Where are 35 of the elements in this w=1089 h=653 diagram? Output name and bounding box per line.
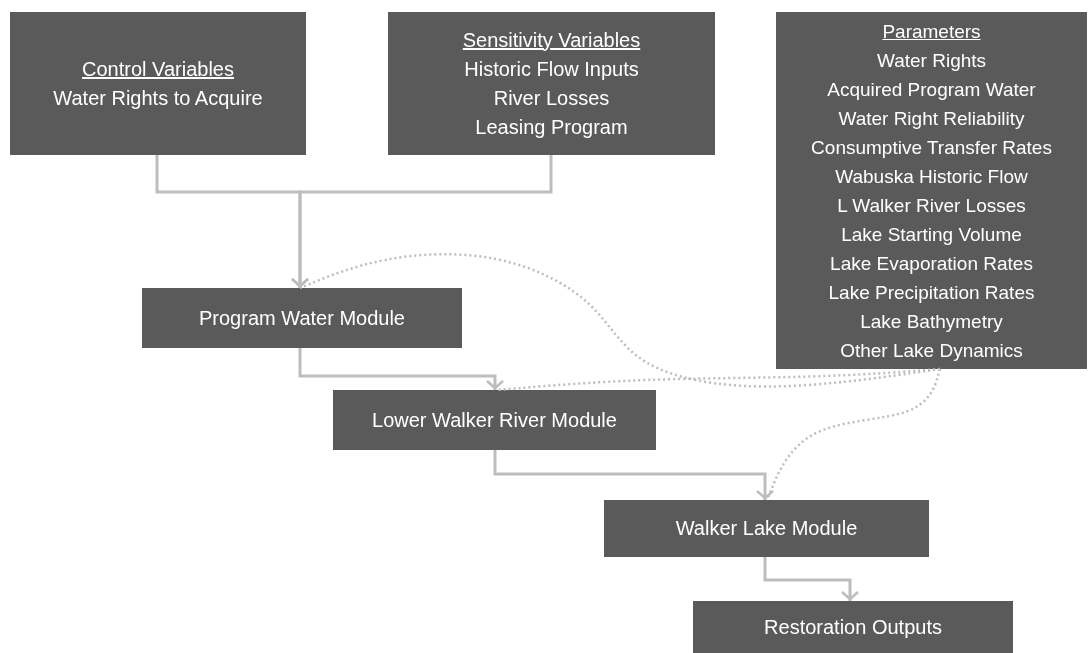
- item-text: Walker Lake Module: [675, 516, 858, 541]
- variables-box: [10, 12, 306, 155]
- item-text: Lower Walker River Module: [372, 407, 617, 433]
- item-text: Program Water Module: [199, 305, 405, 331]
- item-text: L Walker River Losses: [837, 193, 1026, 218]
- item-text: Leasing Program: [475, 114, 628, 140]
- arrow: [290, 155, 553, 288]
- arrow: [763, 557, 860, 601]
- variables-box: [776, 12, 1087, 369]
- module-box: [604, 500, 929, 557]
- item-text: Lake Bathymetry: [860, 309, 1003, 334]
- item-text: Wabuska Historic Flow: [835, 164, 1028, 189]
- section-heading: Parameters: [882, 19, 981, 44]
- dotted-connector: [496, 367, 941, 392]
- item-text: Water Rights to Acquire: [53, 85, 263, 111]
- arrow: [493, 450, 775, 500]
- item-text: Acquired Program Water: [827, 77, 1036, 102]
- module-box: [693, 601, 1013, 653]
- item-text: Consumptive Transfer Rates: [811, 135, 1052, 160]
- variables-box: [388, 12, 715, 155]
- arrow: [298, 348, 505, 390]
- item-text: Lake Evaporation Rates: [830, 251, 1033, 276]
- item-text: Lake Starting Volume: [841, 222, 1022, 247]
- module-box: [333, 390, 656, 450]
- item-text: Restoration Outputs: [764, 614, 942, 640]
- dotted-connector: [765, 368, 942, 501]
- item-text: Lake Precipitation Rates: [828, 280, 1035, 305]
- section-heading: Control Variables: [82, 56, 234, 82]
- item-text: River Losses: [493, 85, 610, 111]
- section-heading: Sensitivity Variables: [462, 27, 641, 53]
- module-box: [142, 288, 462, 348]
- item-text: Other Lake Dynamics: [840, 338, 1023, 363]
- item-text: Water Rights: [876, 48, 987, 73]
- item-text: Water Right Reliability: [838, 106, 1025, 131]
- item-text: Historic Flow Inputs: [464, 56, 639, 82]
